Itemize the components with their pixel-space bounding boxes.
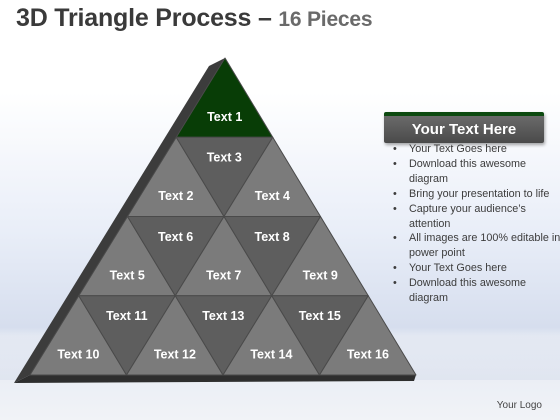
piece-label-3: Text 3 (207, 151, 242, 165)
pyramid-labels: Text 1 Text 2 Text 3 Text 4 Text 5 Text 6 Text… (57, 110, 389, 362)
bullet-item: Download this awesome diagram (393, 276, 560, 306)
logo-text: Your Logo (496, 400, 542, 411)
piece-label-11: Text 11 (106, 309, 148, 323)
bullet-item: Capture your audience’s attention (393, 202, 560, 232)
title-sub: 16 Pieces (278, 8, 373, 31)
pyramid-left-face (14, 58, 225, 383)
piece-label-7: Text 7 (206, 268, 241, 282)
pyramid-pieces (29, 57, 417, 376)
bullet-item: Your Text Goes here (393, 261, 560, 276)
piece-label-6: Text 6 (158, 230, 193, 244)
bullet-item: Bring your presentation to life (393, 187, 560, 202)
triangle-piece (319, 295, 417, 376)
piece-label-16: Text 16 (347, 348, 389, 362)
page-title: 3D Triangle Process – 16 Pieces (16, 4, 373, 33)
piece-label-9: Text 9 (303, 268, 338, 282)
bullet-list: Your Text Goes here Download this awesom… (392, 142, 560, 306)
piece-label-8: Text 8 (254, 230, 289, 244)
piece-label-4: Text 4 (255, 189, 290, 203)
bullet-item: Your Text Goes here (393, 142, 560, 157)
panel-header-text: Your Text Here (411, 121, 517, 138)
piece-label-10: Text 10 (57, 348, 99, 362)
piece-label-13: Text 13 (202, 309, 244, 323)
title-main: 3D Triangle Process – (16, 4, 279, 32)
piece-label-14: Text 14 (250, 348, 292, 362)
piece-label-1: Text 1 (207, 110, 242, 124)
piece-label-12: Text 12 (154, 348, 196, 362)
pyramid-base-face (14, 375, 416, 383)
piece-label-5: Text 5 (110, 268, 145, 282)
piece-label-2: Text 2 (158, 189, 193, 203)
bullet-item: Download this awesome diagram (393, 157, 560, 187)
panel-header: Your Text Here (384, 112, 544, 143)
pyramid-side-faces (14, 58, 416, 383)
bullet-item: All images are 100% editable in power po… (393, 231, 560, 261)
piece-label-15: Text 15 (299, 309, 341, 323)
